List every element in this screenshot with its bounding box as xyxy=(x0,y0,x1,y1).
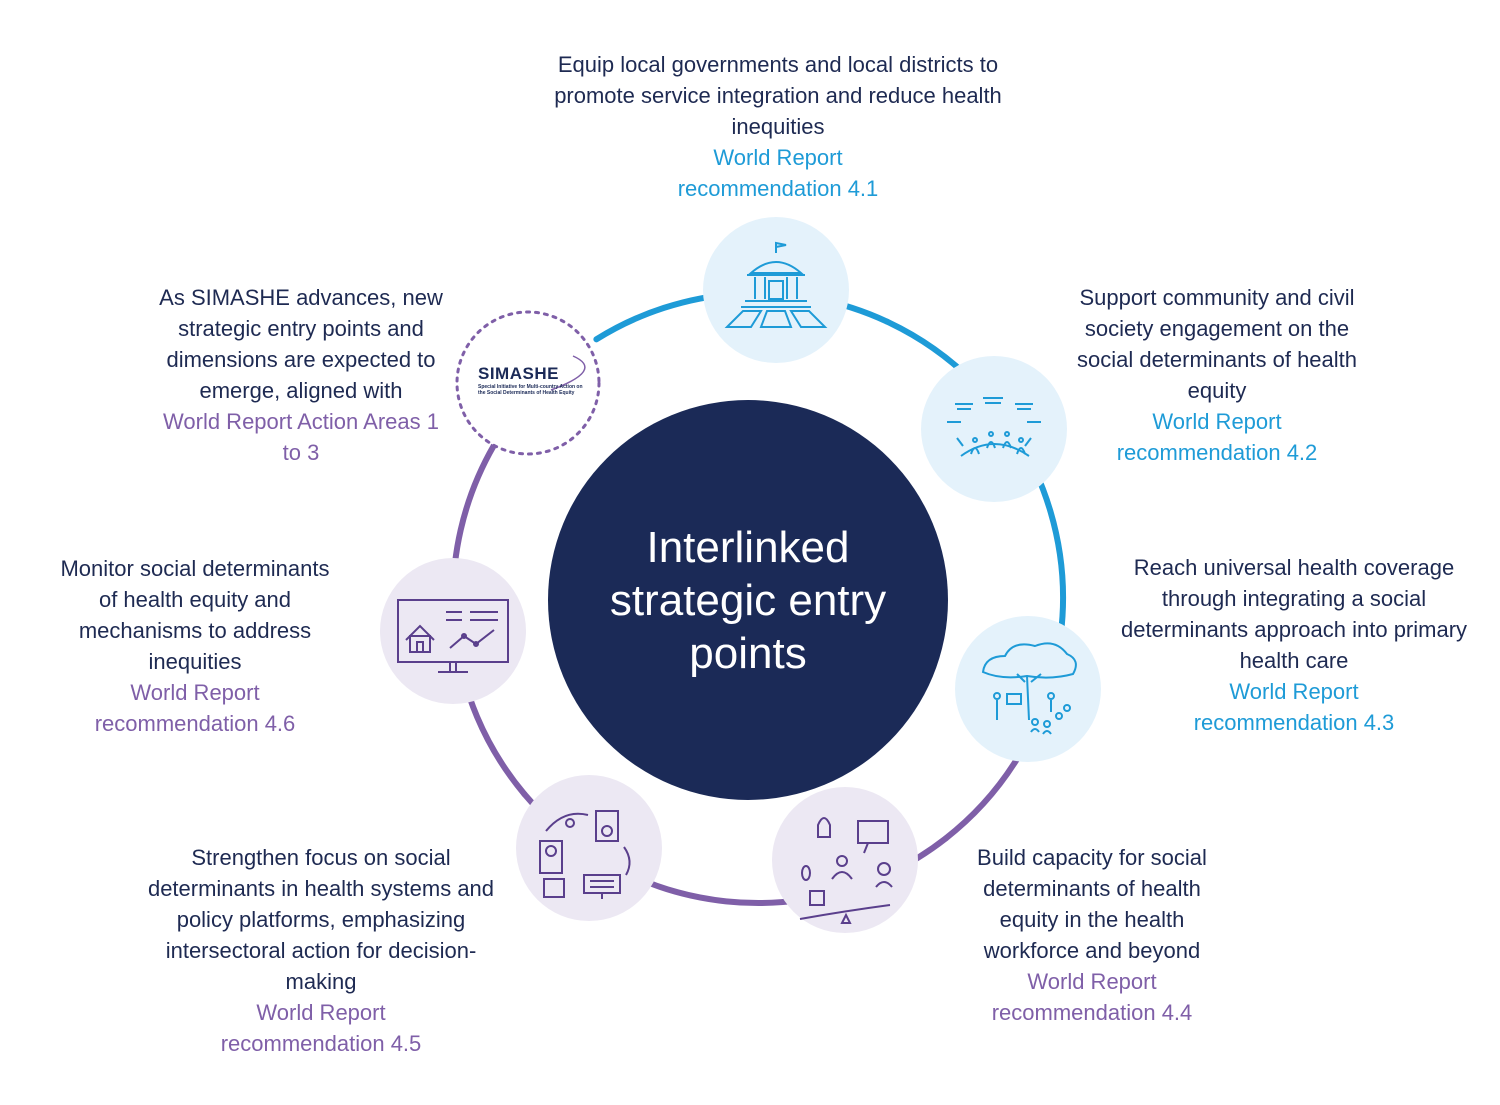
simashe-logo-subtitle: Special Initiative for Multi-country Act… xyxy=(478,384,583,396)
government-building-icon xyxy=(724,241,828,328)
policy-platforms-icon xyxy=(539,810,631,899)
entry-point-4-2: Support community and civil society enga… xyxy=(1067,282,1367,468)
entry-point-recommendation: World Report recommendation 4.2 xyxy=(1116,409,1318,465)
entry-point-4-3: Reach universal health coverage through … xyxy=(1118,552,1470,738)
entry-point-recommendation: World Report recommendation 4.3 xyxy=(1193,679,1395,735)
entry-point-recommendation: World Report recommendation 4.4 xyxy=(991,969,1193,1025)
simashe-node: SIMASHE Special Initiative for Multi-cou… xyxy=(455,310,601,456)
simashe-action-areas: World Report Action Areas 1 to 3 xyxy=(163,409,439,465)
entry-point-description: Monitor social determinants of health eq… xyxy=(60,556,330,674)
simashe-logo: SIMASHE Special Initiative for Multi-cou… xyxy=(478,364,588,396)
ring-arc-purple-bottom-right xyxy=(942,756,1020,842)
node-4-4 xyxy=(772,787,918,933)
workforce-capacity-icon xyxy=(799,817,893,924)
simashe-text: As SIMASHE advances, new strategic entry… xyxy=(150,282,452,468)
entry-point-description: Reach universal health coverage through … xyxy=(1120,555,1468,673)
center-title: Interlinked strategic entry points xyxy=(609,522,887,678)
entry-point-4-5: Strengthen focus on social determinants … xyxy=(138,842,504,1059)
community-engagement-icon xyxy=(947,397,1041,457)
node-4-5 xyxy=(516,775,662,921)
node-4-2 xyxy=(921,356,1067,502)
entry-point-recommendation: World Report recommendation 4.6 xyxy=(94,680,296,736)
entry-point-4-6: Monitor social determinants of health eq… xyxy=(50,553,340,739)
entry-point-4-4: Build capacity for social determinants o… xyxy=(958,842,1226,1028)
simashe-dotted-border xyxy=(455,310,601,456)
node-4-6 xyxy=(380,558,526,704)
simashe-logo-word: SIMASHE xyxy=(478,364,559,383)
entry-point-4-1: Equip local governments and local distri… xyxy=(548,49,1008,204)
node-4-3 xyxy=(955,616,1101,762)
entry-point-recommendation: World Report recommendation 4.1 xyxy=(677,145,879,201)
entry-point-description: Strengthen focus on social determinants … xyxy=(147,845,495,994)
entry-point-recommendation: World Report recommendation 4.5 xyxy=(220,1000,422,1056)
simashe-description: As SIMASHE advances, new strategic entry… xyxy=(159,285,443,403)
primary-health-care-icon xyxy=(981,642,1077,735)
node-4-1 xyxy=(703,217,849,363)
entry-point-description: Equip local governments and local distri… xyxy=(554,52,1002,139)
entry-point-description: Support community and civil society enga… xyxy=(1076,285,1358,403)
entry-point-description: Build capacity for social determinants o… xyxy=(977,845,1207,963)
center-circle: Interlinked strategic entry points xyxy=(548,400,948,800)
monitoring-dashboard-icon xyxy=(397,599,509,673)
